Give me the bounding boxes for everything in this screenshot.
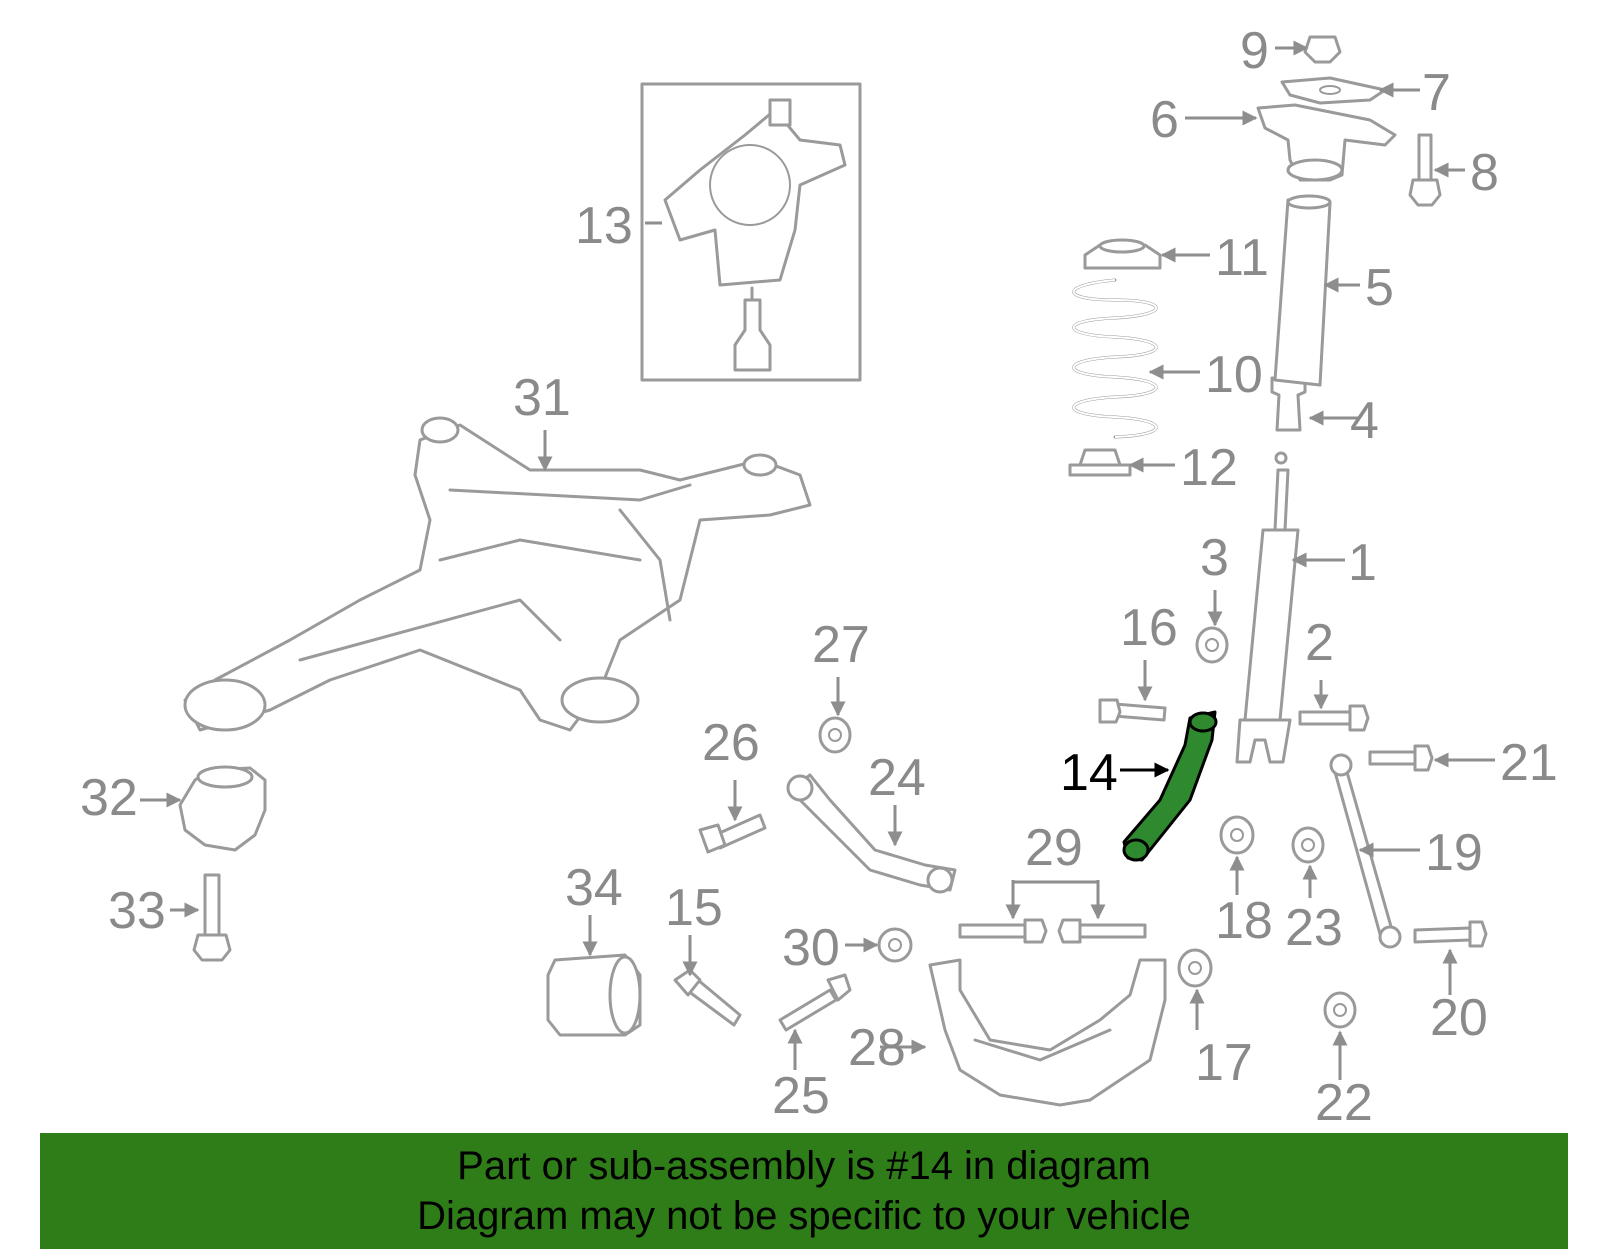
part-26-bolt[interactable]: [698, 813, 767, 854]
part-1-shock[interactable]: [1235, 451, 1300, 764]
callout-7: 7: [1422, 64, 1451, 122]
part-33-bolt[interactable]: [192, 873, 232, 962]
part-18-nut[interactable]: [1219, 815, 1255, 855]
callout-26: 26: [702, 714, 760, 772]
part-24-link[interactable]: [786, 773, 957, 894]
callout-11: 11: [1215, 229, 1269, 287]
callout-4: 4: [1350, 392, 1379, 450]
callout-14: 14: [1060, 744, 1118, 802]
callout-34: 34: [565, 859, 623, 917]
part-30-nut[interactable]: [877, 927, 913, 963]
callout-16: 16: [1120, 599, 1178, 657]
part-11-upper-seat[interactable]: [1083, 238, 1162, 270]
callout-28: 28: [848, 1019, 906, 1077]
part-6-mount[interactable]: [1256, 103, 1397, 182]
callout-12: 12: [1180, 439, 1238, 497]
part-14-control-arm-highlighted[interactable]: [1122, 710, 1218, 862]
callout-8: 8: [1470, 144, 1499, 202]
callout-32: 32: [80, 769, 138, 827]
info-banner-line-2: Diagram may not be specific to your vehi…: [417, 1194, 1191, 1238]
part-13-knuckle[interactable]: [640, 82, 862, 382]
part-20-bolt[interactable]: [1413, 920, 1488, 948]
callout-13: 13: [575, 197, 633, 255]
callout-2: 2: [1305, 614, 1334, 672]
part-8-bolt[interactable]: [1408, 133, 1442, 207]
callout-6: 6: [1150, 91, 1179, 149]
callout-9: 9: [1240, 22, 1269, 80]
part-10-coil-spring[interactable]: [1072, 278, 1158, 439]
callout-17: 17: [1195, 1034, 1253, 1092]
callout-labels: 1 2 3 4 5 6 7 8 9 10 11 12 13 14 15 16 1…: [80, 22, 1558, 1130]
callout-22: 22: [1315, 1074, 1373, 1130]
callout-23: 23: [1285, 899, 1343, 957]
part-21-bolt[interactable]: [1368, 744, 1434, 772]
callout-27: 27: [812, 616, 870, 674]
part-27-nut[interactable]: [818, 716, 852, 754]
callout-19: 19: [1425, 824, 1483, 882]
part-22-nut[interactable]: [1323, 991, 1357, 1029]
callout-5: 5: [1365, 259, 1394, 317]
callout-21: 21: [1500, 734, 1558, 792]
part-17-nut[interactable]: [1177, 948, 1213, 988]
callout-24: 24: [868, 749, 926, 807]
parts-exploded-diagram: 1 2 3 4 5 6 7 8 9 10 11 12 13 14 15 16 1…: [80, 22, 1558, 1130]
part-31-crossmember[interactable]: [183, 416, 812, 732]
callout-3: 3: [1200, 529, 1229, 587]
part-28-control-arm[interactable]: [928, 958, 1167, 1107]
part-15-bolt[interactable]: [673, 968, 742, 1027]
part-32-bushing[interactable]: [178, 765, 267, 852]
part-34-bushing[interactable]: [546, 953, 642, 1037]
part-9-nut[interactable]: [1303, 35, 1342, 64]
callout-33: 33: [108, 882, 166, 940]
part-23-nut[interactable]: [1291, 826, 1325, 864]
part-7-plate[interactable]: [1280, 76, 1387, 105]
callout-25: 25: [772, 1067, 830, 1125]
callout-20: 20: [1430, 989, 1488, 1047]
part-4-bumper[interactable]: [1270, 376, 1307, 432]
callout-1: 1: [1348, 534, 1377, 592]
part-16-bolt[interactable]: [1098, 698, 1167, 724]
callout-15: 15: [665, 879, 723, 937]
part-29-bolts[interactable]: [958, 918, 1147, 944]
callout-10: 10: [1205, 346, 1263, 404]
callout-30: 30: [782, 919, 840, 977]
part-25-bolt[interactable]: [778, 973, 852, 1032]
part-3-nut[interactable]: [1195, 626, 1229, 664]
callout-29: 29: [1025, 819, 1083, 877]
info-banner-line-1: Part or sub-assembly is #14 in diagram: [457, 1144, 1151, 1188]
info-banner: Part or sub-assembly is #14 in diagram D…: [40, 1133, 1568, 1249]
leader-lines: [140, 40, 1495, 1080]
part-5-dust-boot[interactable]: [1273, 194, 1332, 387]
callout-18: 18: [1215, 892, 1273, 950]
part-2-bolt[interactable]: [1298, 704, 1370, 732]
part-12-lower-seat[interactable]: [1068, 448, 1132, 477]
callout-31: 31: [513, 369, 571, 427]
